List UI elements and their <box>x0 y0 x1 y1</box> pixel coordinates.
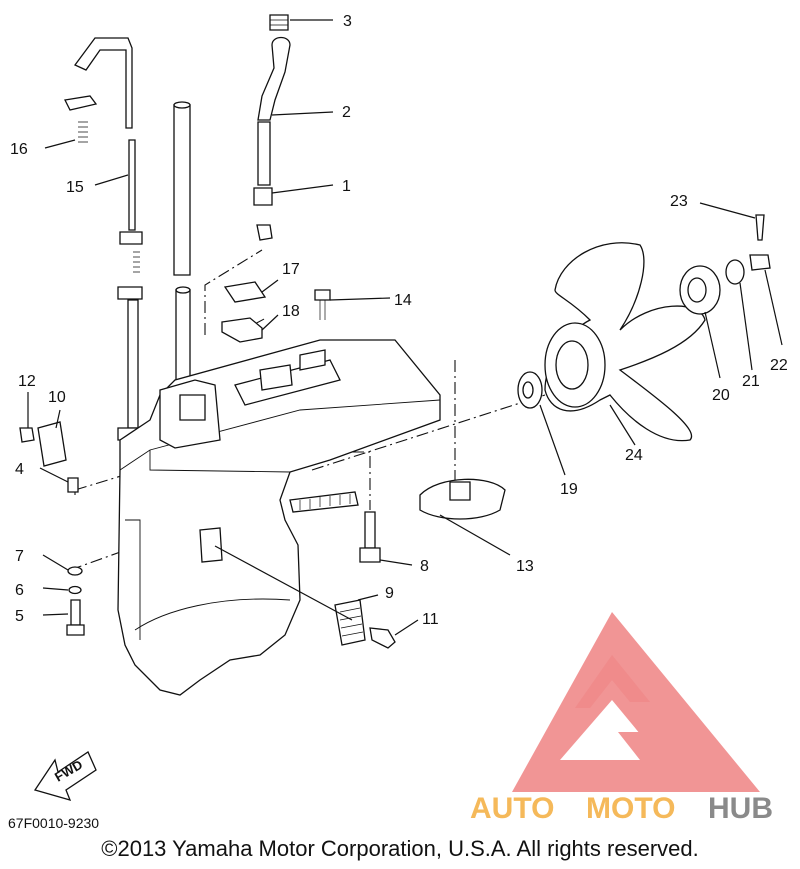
watermark-moto: MOTO <box>586 792 675 825</box>
callout-7: 7 <box>15 548 24 565</box>
callout-1: 1 <box>342 178 351 195</box>
diagram-part-code: 67F0010-9230 <box>8 815 100 831</box>
part-10-shape <box>37 421 67 467</box>
part-23-shape <box>755 214 765 241</box>
callout-21: 21 <box>742 373 760 390</box>
part-8-shape <box>364 511 376 549</box>
part-18-shape <box>221 317 263 343</box>
part-17-shape <box>223 281 267 303</box>
callouts: 1 2 3 4 5 6 7 8 9 10 11 12 13 14 15 16 1… <box>10 13 788 628</box>
part-14-shape <box>314 289 331 301</box>
water-tube-assembly <box>64 37 146 441</box>
callout-18: 18 <box>282 303 300 320</box>
drive-shaft <box>173 101 191 386</box>
callout-2: 2 <box>342 104 351 121</box>
callout-14: 14 <box>394 292 412 309</box>
part-11-shape <box>369 627 396 649</box>
watermark-auto: AUTO <box>470 792 554 825</box>
callout-3: 3 <box>343 13 352 30</box>
callout-22: 22 <box>770 357 788 374</box>
part-9-shape <box>334 599 366 646</box>
fwd-arrow: FWD <box>33 751 97 801</box>
part-4-shape <box>67 477 79 493</box>
callout-9: 9 <box>385 585 394 602</box>
watermark-inner <box>575 655 650 708</box>
part-12-shape <box>19 427 35 443</box>
callout-16: 16 <box>10 141 28 158</box>
small-parts <box>19 281 506 649</box>
part-5-shape <box>70 599 81 626</box>
shift-rod-assembly <box>253 14 291 241</box>
watermark-hub: HUB <box>708 792 773 825</box>
callout-8: 8 <box>420 558 429 575</box>
propeller-assembly <box>517 214 771 442</box>
part-6-shape <box>68 585 82 595</box>
callout-12: 12 <box>18 373 36 390</box>
callout-19: 19 <box>560 481 578 498</box>
callout-6: 6 <box>15 582 24 599</box>
callout-20: 20 <box>712 387 730 404</box>
part-21-shape <box>725 259 745 285</box>
callout-15: 15 <box>66 179 84 196</box>
callout-24: 24 <box>625 447 643 464</box>
callout-13: 13 <box>516 558 534 575</box>
part-22-shape <box>749 254 771 271</box>
lower-case <box>117 339 441 696</box>
callout-17: 17 <box>282 261 300 278</box>
callout-4: 4 <box>15 461 24 478</box>
part-7-shape <box>67 566 83 576</box>
callout-10: 10 <box>48 389 66 406</box>
callout-5: 5 <box>15 608 24 625</box>
watermark-logo: AUTO MOTO HUB <box>470 612 773 825</box>
callout-23: 23 <box>670 193 688 210</box>
callout-11: 11 <box>422 611 439 628</box>
copyright-notice: ©2013 Yamaha Motor Corporation, U.S.A. A… <box>101 836 699 861</box>
leader-lines <box>27 19 783 636</box>
